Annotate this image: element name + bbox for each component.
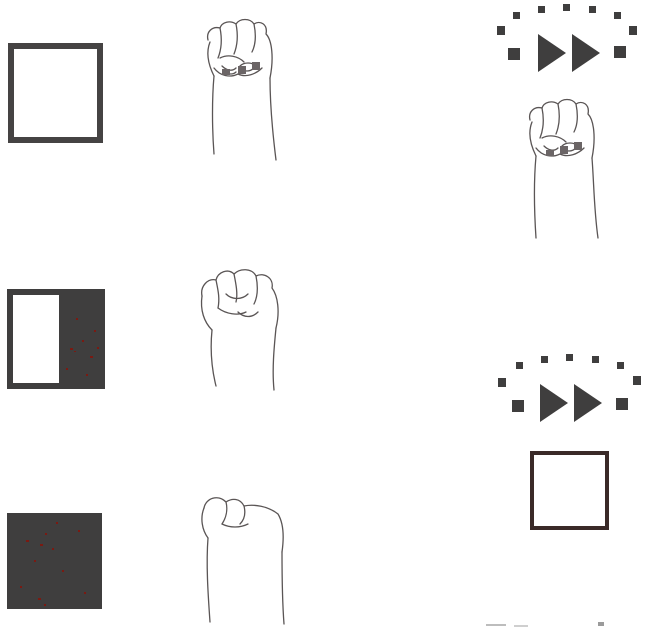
fast-forward-icon <box>498 354 641 422</box>
empty-square <box>11 46 100 140</box>
fist-knuckles-forward-icon <box>208 20 276 161</box>
fast-forward-icon <box>497 4 637 72</box>
filled-square <box>7 513 102 609</box>
target-fist-icon <box>530 100 598 239</box>
scan-artifact <box>486 622 604 627</box>
target-empty-square <box>532 453 607 528</box>
fist-side-icon <box>202 498 284 624</box>
half-filled-square <box>9 291 103 387</box>
fist-closed-icon <box>201 270 278 390</box>
